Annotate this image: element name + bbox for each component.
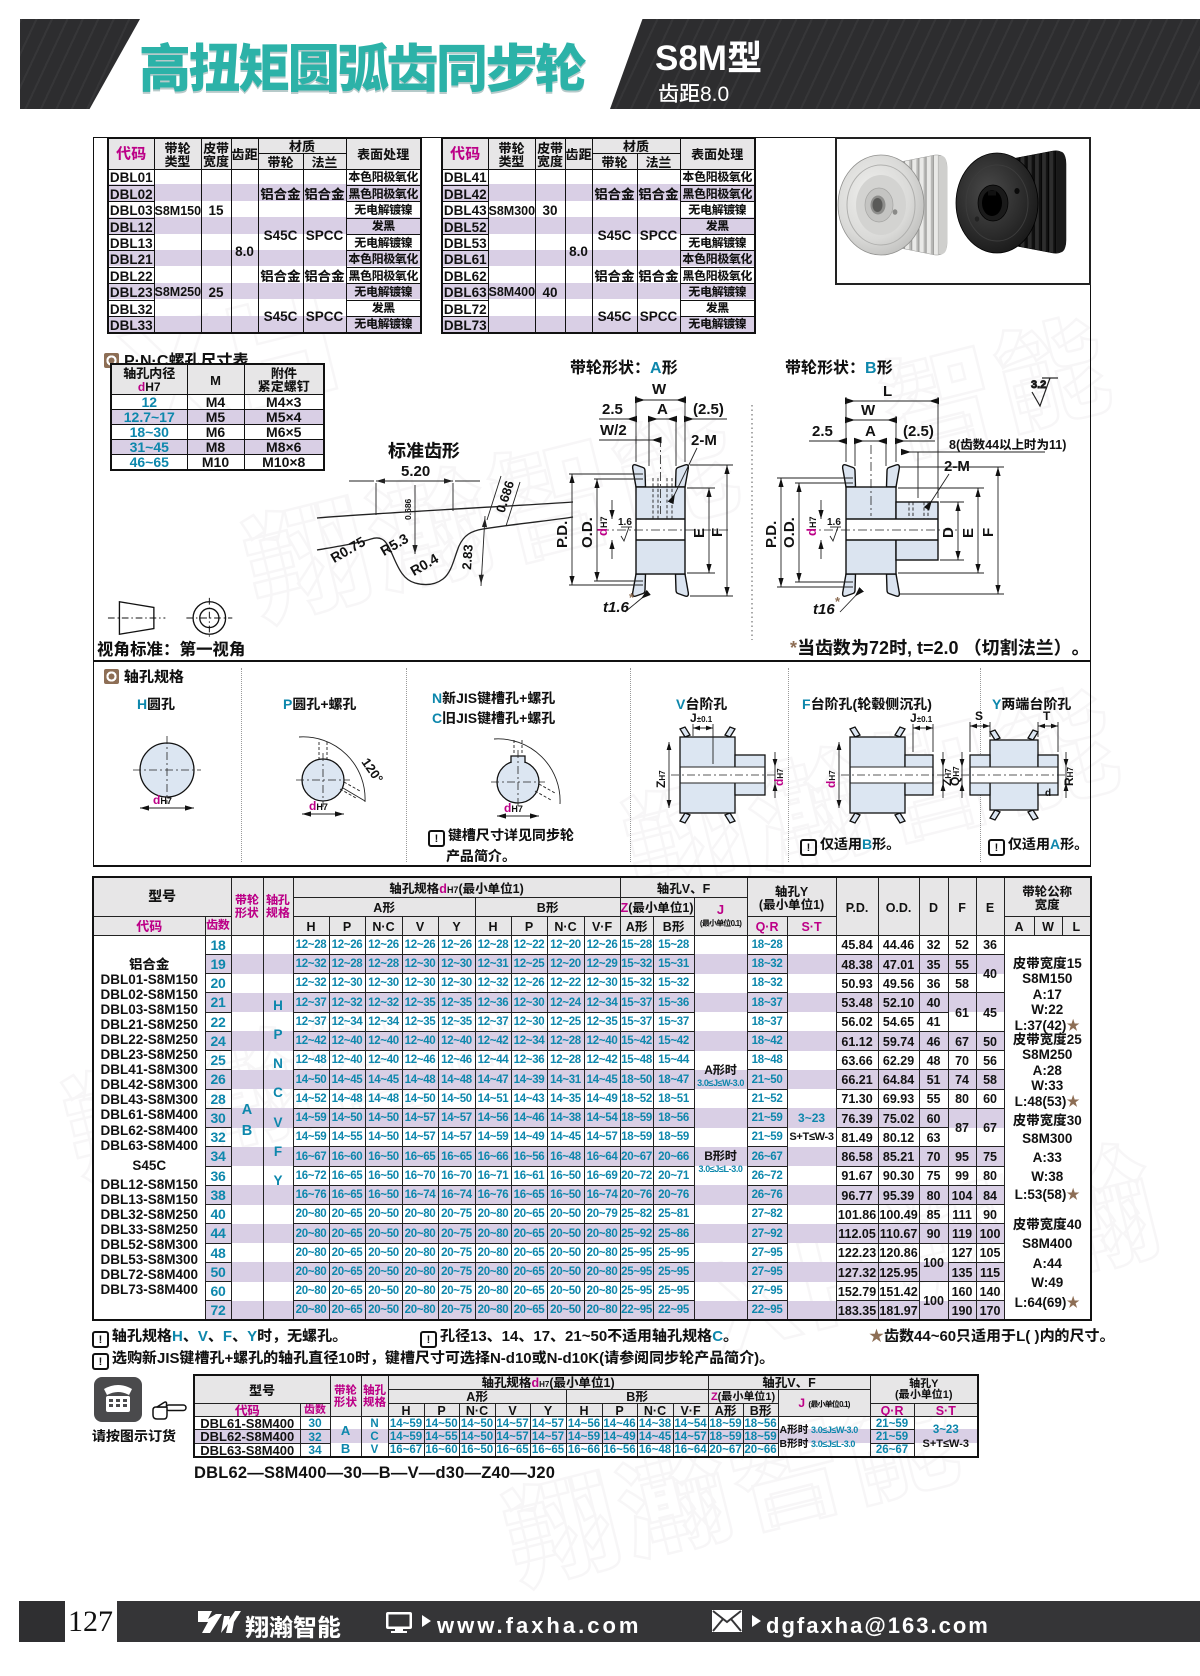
svg-text:W/2: W/2 xyxy=(600,419,627,440)
svg-text:3.2: 3.2 xyxy=(1031,376,1046,392)
svg-text:dH7: dH7 xyxy=(309,797,328,814)
svg-text:W: W xyxy=(652,378,667,399)
svg-text:dH7: dH7 xyxy=(153,791,172,808)
svg-text:D: D xyxy=(937,527,958,538)
svg-text:dH7: dH7 xyxy=(801,517,820,536)
svg-text:2.5: 2.5 xyxy=(812,420,833,441)
svg-text:T: T xyxy=(1043,707,1051,724)
svg-text:O.D.: O.D. xyxy=(778,517,799,548)
svg-text:P.D.: P.D. xyxy=(551,521,572,548)
svg-text:S: S xyxy=(975,707,983,724)
svg-text:5.20: 5.20 xyxy=(401,460,430,481)
svg-text:t16: t16 xyxy=(813,598,835,619)
svg-text:ZH7: ZH7 xyxy=(652,770,669,788)
svg-text:R5.3: R5.3 xyxy=(376,528,412,560)
svg-text:ZH7: ZH7 xyxy=(938,768,955,786)
svg-text:J±0.1: J±0.1 xyxy=(690,709,713,726)
svg-text:2-M: 2-M xyxy=(691,429,717,450)
svg-text:E: E xyxy=(688,528,709,538)
svg-text:dH7: dH7 xyxy=(592,517,611,536)
svg-text:L: L xyxy=(883,380,892,401)
svg-text:d: d xyxy=(1045,784,1051,799)
svg-text:dH7: dH7 xyxy=(504,799,523,816)
svg-text:RH7: RH7 xyxy=(1060,767,1077,786)
svg-text:2.83: 2.83 xyxy=(456,544,477,571)
svg-text:F: F xyxy=(977,528,998,537)
svg-text:P.D.: P.D. xyxy=(760,521,781,548)
svg-text:*: * xyxy=(629,587,635,606)
svg-text:*: * xyxy=(835,591,841,610)
svg-text:0.686: 0.686 xyxy=(490,478,518,515)
svg-text:(2.5): (2.5) xyxy=(903,420,934,441)
svg-text:dH7: dH7 xyxy=(770,768,787,786)
svg-text:dH7: dH7 xyxy=(822,770,839,788)
svg-text:O.D.: O.D. xyxy=(576,517,597,548)
svg-text:QH7: QH7 xyxy=(946,766,963,786)
svg-text:8(齿数44以上时为11): 8(齿数44以上时为11) xyxy=(949,434,1066,453)
svg-text:1.6: 1.6 xyxy=(827,513,841,528)
svg-text:(2.5): (2.5) xyxy=(693,398,724,419)
svg-text:W: W xyxy=(861,399,876,420)
svg-text:R0.75: R0.75 xyxy=(327,531,370,567)
svg-text:J±0.1: J±0.1 xyxy=(910,709,933,726)
svg-text:0.686: 0.686 xyxy=(402,498,414,520)
svg-text:A: A xyxy=(657,398,668,419)
svg-text:E: E xyxy=(957,528,978,538)
svg-text:1.6: 1.6 xyxy=(618,513,632,528)
svg-text:F: F xyxy=(706,528,727,537)
svg-text:2.5: 2.5 xyxy=(602,398,623,419)
svg-text:t1.6: t1.6 xyxy=(603,596,630,617)
svg-text:A: A xyxy=(865,420,876,441)
svg-text:R0.4: R0.4 xyxy=(406,548,442,580)
svg-text:2-M: 2-M xyxy=(944,455,970,476)
